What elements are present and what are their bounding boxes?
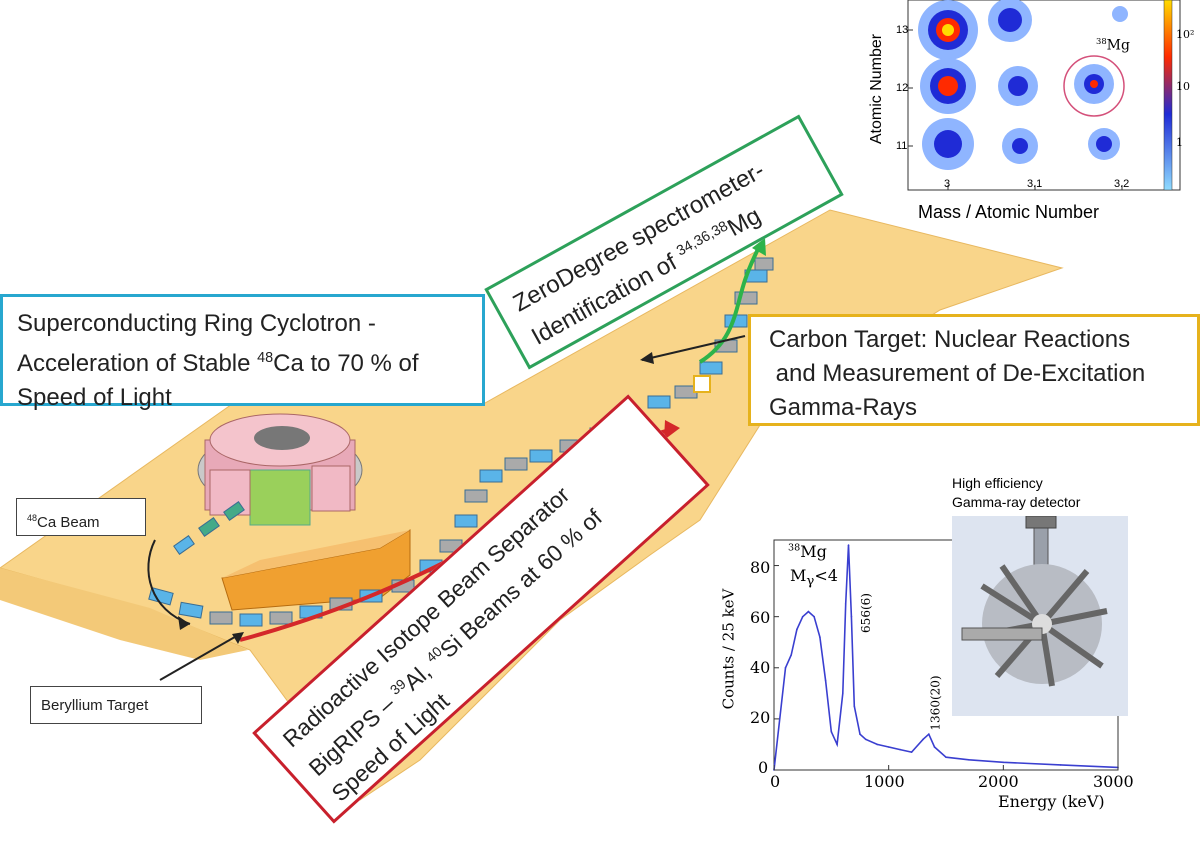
spectrum-point bbox=[910, 751, 913, 753]
detector-caption: High efficiency Gamma-ray detector bbox=[952, 474, 1080, 512]
carbon-label-line3: Gamma-Rays bbox=[769, 394, 918, 421]
spectrum-ytick-0: 0 bbox=[758, 758, 769, 777]
spectrum-point bbox=[842, 692, 844, 695]
carbon-target-label: Carbon Target: Nuclear Reactions and Mea… bbox=[748, 314, 1200, 426]
spectrum-point bbox=[899, 748, 901, 751]
spectrum-ylabel: Counts / 25 keV bbox=[719, 588, 738, 710]
spectrum-ytick-40: 40 bbox=[750, 658, 771, 677]
pid-plot: 3 3.1 3.2 13 12 11 10² 10 1 38Mg Atomic … bbox=[860, 0, 1200, 228]
peak-label-656: 656(6) bbox=[858, 593, 873, 633]
spectrum-ytick-80: 80 bbox=[750, 558, 771, 577]
pid-ylabel: Atomic Number bbox=[868, 33, 886, 145]
ca-beam-label: 48Ca Beam bbox=[16, 498, 146, 536]
spectrum-point bbox=[819, 636, 821, 638]
pid-xtick-3-1: 3.1 bbox=[1027, 178, 1043, 190]
cyclotron-icon bbox=[197, 413, 363, 526]
spectrum-point bbox=[1059, 764, 1062, 766]
cyclotron-label-line3: Speed of Light bbox=[17, 384, 172, 411]
spectrum-point bbox=[876, 743, 878, 746]
spectrum-point bbox=[864, 738, 867, 741]
spectrum-xtick-0: 0 bbox=[770, 772, 781, 791]
carbon-label-line1: Carbon Target: Nuclear Reactions bbox=[769, 326, 1131, 353]
spectrum-xlabel: Energy (keV) bbox=[998, 792, 1105, 811]
pid-ytick-13: 13 bbox=[896, 24, 909, 36]
spectrum-mg38-label: 38Mg bbox=[788, 542, 827, 561]
spectrum-series-line bbox=[773, 545, 1119, 771]
spectrum-ytick-20: 20 bbox=[750, 708, 771, 727]
cyclotron-label-line1: Superconducting Ring Cyclotron - bbox=[17, 310, 376, 337]
pid-plot-canvas bbox=[907, 0, 1181, 191]
spectrum-point bbox=[928, 733, 930, 736]
spectrum-xtick-1000: 1000 bbox=[864, 772, 905, 791]
spectrum-point bbox=[1002, 761, 1005, 764]
detector-caption-line1: High efficiency bbox=[952, 475, 1043, 491]
spectrum-point bbox=[859, 733, 861, 736]
spectrum-point bbox=[844, 603, 847, 605]
spectrum-point bbox=[922, 738, 924, 741]
spectrum-point bbox=[801, 615, 804, 618]
pid-xtick-3-2: 3.2 bbox=[1114, 178, 1130, 190]
spectrum-xtick-2000: 2000 bbox=[978, 772, 1019, 791]
spectrum-xtick-3000: 3000 bbox=[1093, 772, 1134, 791]
pid-xtick-3: 3 bbox=[944, 178, 951, 190]
pid-cbar-tick-1: 1 bbox=[1176, 136, 1183, 149]
spectrum-point bbox=[813, 615, 815, 618]
spectrum-point bbox=[824, 679, 827, 682]
spectrum-point bbox=[853, 705, 856, 707]
gamma-detector-icon bbox=[961, 515, 1108, 687]
carbon-label-line2: and Measurement of De-Excitation bbox=[769, 360, 1146, 387]
spectrum-point bbox=[847, 544, 850, 546]
beryllium-target-label: Beryllium Target bbox=[30, 686, 202, 724]
mg38-circle bbox=[1063, 55, 1125, 117]
spectrum-point bbox=[796, 628, 798, 631]
spectrum-point bbox=[830, 730, 833, 733]
pid-ytick-11: 11 bbox=[896, 140, 908, 152]
spectrum-ytick-60: 60 bbox=[750, 608, 771, 627]
pid-xlabel: Mass / Atomic Number bbox=[918, 202, 1100, 222]
spectrum-point bbox=[933, 746, 936, 748]
carbon-target-icon bbox=[693, 375, 711, 393]
spectrum-point bbox=[790, 654, 792, 656]
spectrum-point bbox=[968, 758, 970, 761]
detector-image bbox=[952, 515, 1128, 716]
spectrum-multiplicity-label: Mγ<4 bbox=[790, 566, 838, 590]
pid-mg38-label: 38Mg bbox=[1096, 36, 1130, 54]
peak-label-1360: 1360(20) bbox=[928, 675, 943, 731]
pid-cbar-tick-10: 10 bbox=[1176, 80, 1190, 93]
pid-cbar-tick-100: 10² bbox=[1176, 28, 1195, 41]
spectrum-point bbox=[784, 666, 787, 669]
spectrum-point bbox=[836, 743, 838, 746]
spectrum-point bbox=[807, 610, 810, 613]
spectrum-point bbox=[945, 756, 947, 759]
pid-ytick-12: 12 bbox=[896, 82, 909, 94]
spectrum-point bbox=[887, 746, 890, 748]
green-beam-arrow bbox=[698, 244, 762, 364]
cyclotron-label-line2: Acceleration of Stable 48Ca to 70 % of bbox=[17, 350, 419, 377]
cyclotron-label: Superconducting Ring Cyclotron - Acceler… bbox=[0, 294, 485, 411]
detector-caption-line2: Gamma-ray detector bbox=[952, 494, 1081, 510]
spectrum-point bbox=[850, 615, 853, 618]
